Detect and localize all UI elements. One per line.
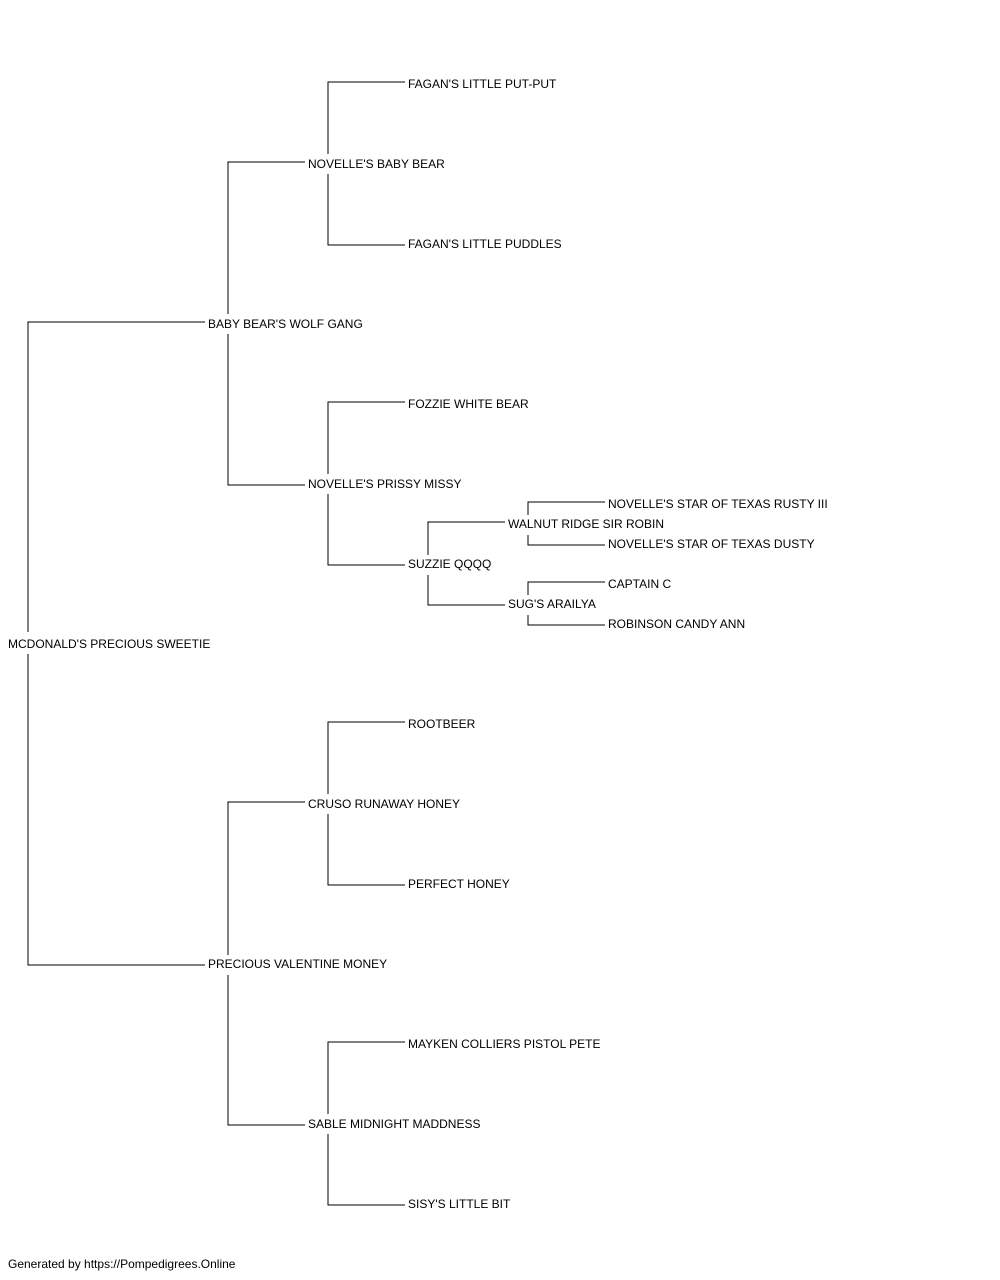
sire-dam-sire-name: FOZZIE WHITE BEAR	[408, 397, 529, 411]
connector-dam-dam-sire	[327, 1041, 405, 1114]
connector-sugs-dam	[527, 615, 605, 626]
dam-name: PRECIOUS VALENTINE MONEY	[208, 957, 387, 971]
sire-sire-name: NOVELLE'S BABY BEAR	[308, 157, 445, 171]
sugs-arailya-name: SUG'S ARAILYA	[508, 597, 596, 611]
connector-sire-sire	[227, 161, 305, 314]
connector-sire-sire-dam	[327, 174, 405, 246]
connector-sire-dam-sire	[327, 401, 405, 474]
sire-dam-dam-name: SUZZIE QQQQ	[408, 557, 491, 571]
connector-walnut-dam	[527, 535, 605, 546]
dam-dam-sire-name: MAYKEN COLLIERS PISTOL PETE	[408, 1037, 601, 1051]
sire-sire-dam-name: FAGAN'S LITTLE PUDDLES	[408, 237, 562, 251]
dam-dam-dam-name: SISY'S LITTLE BIT	[408, 1197, 511, 1211]
connector-sire-dam	[227, 334, 305, 486]
connector-suzzie-dam	[427, 575, 505, 606]
dam-dam-name: SABLE MIDNIGHT MADDNESS	[308, 1117, 480, 1131]
dam-sire-dam-name: PERFECT HONEY	[408, 877, 510, 891]
footer-credit: Generated by https://Pompedigrees.Online	[8, 1257, 236, 1271]
walnut-ridge-name: WALNUT RIDGE SIR ROBIN	[508, 517, 664, 531]
dusty-name: NOVELLE'S STAR OF TEXAS DUSTY	[608, 537, 815, 551]
candy-ann-name: ROBINSON CANDY ANN	[608, 617, 745, 631]
connector-subject-dam	[27, 654, 205, 966]
sire-dam-name: NOVELLE'S PRISSY MISSY	[308, 477, 461, 491]
connector-dam-sire-dam	[327, 814, 405, 886]
captain-c-name: CAPTAIN C	[608, 577, 671, 591]
connector-dam-dam	[227, 975, 305, 1126]
connector-sire-dam-dam	[327, 494, 405, 566]
connector-subject-sire	[27, 321, 205, 632]
connector-sire-sire-sire	[327, 81, 405, 154]
dam-sire-sire-name: ROOTBEER	[408, 717, 476, 731]
connector-dam-sire-sire	[327, 721, 405, 794]
connector-walnut-sire	[527, 501, 605, 515]
sire-sire-sire-name: FAGAN'S LITTLE PUT-PUT	[408, 77, 557, 91]
connector-dam-dam-dam	[327, 1134, 405, 1206]
sire-name: BABY BEAR'S WOLF GANG	[208, 317, 363, 331]
connector-dam-sire	[227, 801, 305, 955]
rusty-name: NOVELLE'S STAR OF TEXAS RUSTY III	[608, 497, 828, 511]
connector-sugs-sire	[527, 581, 605, 595]
connector-suzzie-sire	[427, 521, 505, 555]
dam-sire-name: CRUSO RUNAWAY HONEY	[308, 797, 460, 811]
subject-name: MCDONALD'S PRECIOUS SWEETIE	[8, 637, 210, 651]
